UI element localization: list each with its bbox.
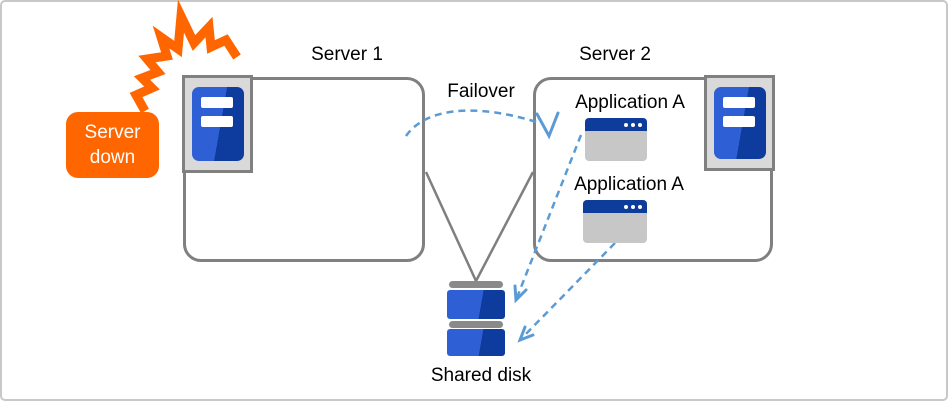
drive-slot <box>201 97 233 108</box>
application-window-icon <box>585 118 647 161</box>
drive-slot <box>723 97 755 108</box>
server-down-badge: Server down <box>66 112 159 178</box>
server1-computer-icon <box>182 75 253 173</box>
drive-slot <box>201 116 233 127</box>
failover-arrow <box>404 109 541 137</box>
server-tower-icon <box>714 87 766 159</box>
window-dot <box>631 122 635 127</box>
window-dot <box>638 204 642 209</box>
server2-label: Server 2 <box>579 44 651 65</box>
server2-computer-icon <box>704 75 775 171</box>
disk-cap <box>449 281 503 288</box>
server2-disk-line <box>474 171 535 282</box>
disk-platter <box>447 290 505 319</box>
server-tower-icon <box>192 87 244 161</box>
server-down-line1: Server <box>84 122 141 143</box>
disk-platter <box>447 329 505 356</box>
window-titlebar <box>583 200 647 213</box>
window-dot <box>631 204 635 209</box>
application1-label: Application A <box>575 92 685 113</box>
window-titlebar <box>585 118 647 131</box>
server1-label: Server 1 <box>311 44 383 65</box>
window-dot <box>638 122 642 127</box>
window-dot <box>624 122 628 127</box>
application2-label: Application A <box>574 174 684 195</box>
shared-disk-icon <box>447 281 505 356</box>
server-down-line2: down <box>89 147 136 168</box>
failover-label: Failover <box>447 81 515 102</box>
window-dot <box>624 204 628 209</box>
app1-disk-arrowhead <box>513 284 528 304</box>
shared-disk-label: Shared disk <box>430 365 532 386</box>
disk-cap <box>449 321 503 328</box>
server1-disk-line <box>424 171 478 282</box>
app2-disk-arrowhead <box>517 325 535 343</box>
application-window-icon <box>583 200 647 243</box>
drive-slot <box>723 116 755 127</box>
